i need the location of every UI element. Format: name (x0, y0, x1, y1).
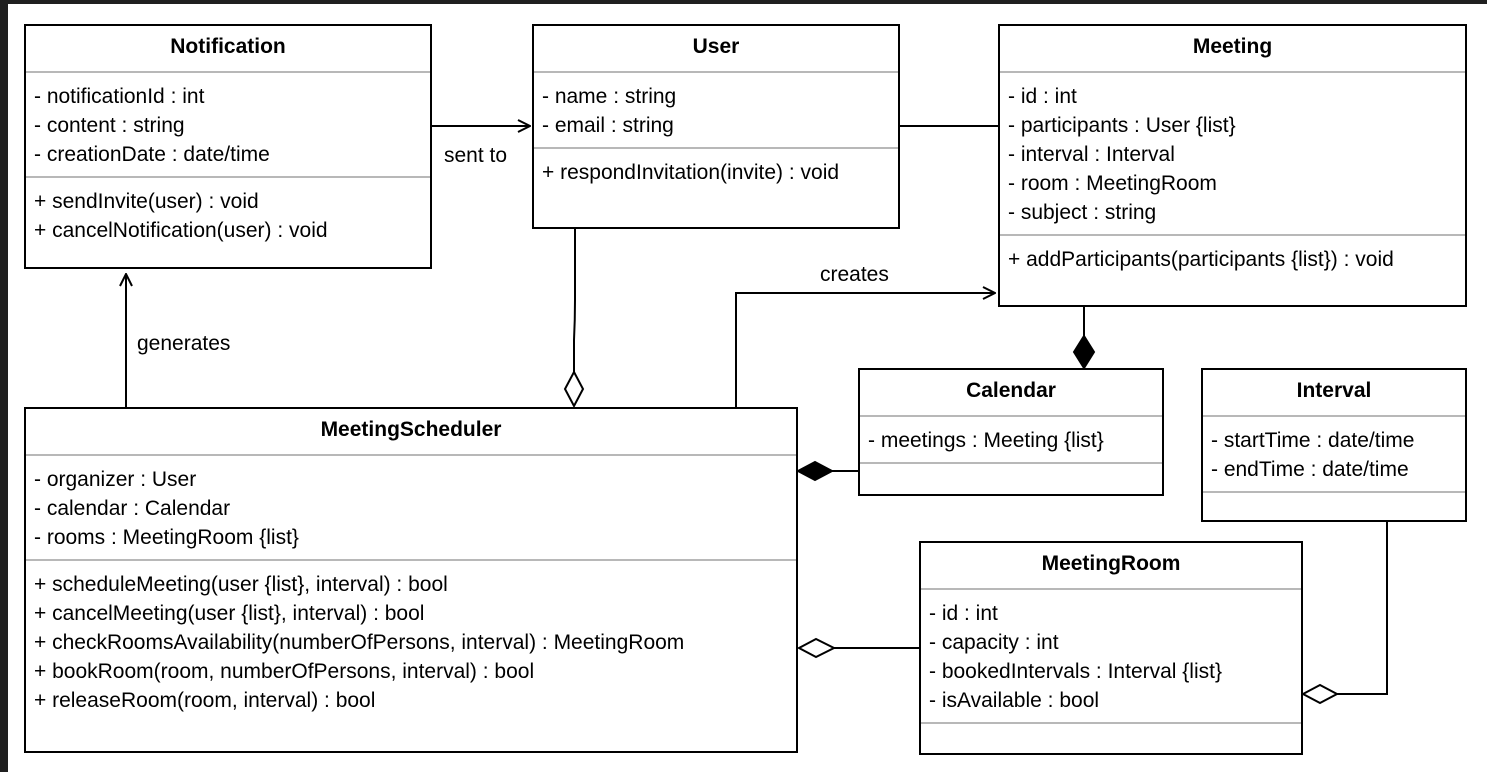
attribute-section: - id : int - participants : User {list} … (1000, 73, 1465, 234)
attribute-section: - meetings : Meeting {list} (860, 417, 1162, 462)
class-name: MeetingRoom (1041, 552, 1181, 575)
class-meeting[interactable]: Meeting - id : int - participants : User… (998, 24, 1467, 307)
attribute-row: - rooms : MeetingRoom {list} (34, 526, 299, 549)
class-name: Notification (170, 35, 286, 58)
method-section: + scheduleMeeting(user {list}, interval)… (26, 561, 796, 722)
class-name: User (692, 35, 740, 58)
attribute-row: - endTime : date/time (1211, 458, 1409, 481)
method-row: + scheduleMeeting(user {list}, interval)… (34, 573, 448, 596)
label-creates: creates (820, 263, 889, 286)
section-divider (26, 176, 430, 178)
class-name: MeetingScheduler (320, 418, 502, 441)
attribute-row: - subject : string (1008, 201, 1157, 224)
method-section: + respondInvitation(invite) : void (534, 149, 898, 194)
method-row: + respondInvitation(invite) : void (542, 161, 840, 184)
composition-diamond-calendar (795, 460, 835, 482)
attribute-section: - id : int - capacity : int - bookedInte… (921, 590, 1301, 722)
attribute-section: - organizer : User - calendar : Calendar… (26, 456, 796, 559)
section-divider (1000, 71, 1465, 73)
section-divider (534, 71, 898, 73)
attribute-row: - content : string (34, 114, 185, 137)
label-generates: generates (137, 332, 231, 355)
section-divider (534, 147, 898, 149)
label-sent-to: sent to (444, 144, 508, 167)
aggregation-diamond-interval (1300, 683, 1340, 705)
attribute-row: - email : string (542, 114, 674, 137)
attribute-row: - creationDate : date/time (34, 143, 270, 166)
edge-interval-room (1337, 521, 1388, 695)
method-row: + cancelNotification(user) : void (34, 219, 328, 242)
attribute-row: - startTime : date/time (1211, 429, 1415, 452)
section-divider (1203, 491, 1465, 493)
attribute-section: - notificationId : int - content : strin… (26, 73, 430, 176)
section-divider (921, 722, 1301, 724)
class-calendar[interactable]: Calendar - meetings : Meeting {list} (858, 368, 1164, 496)
class-meetingscheduler[interactable]: MeetingScheduler - organizer : User - ca… (24, 407, 798, 753)
section-divider (860, 462, 1162, 464)
attribute-row: - name : string (542, 85, 677, 108)
attribute-row: - isAvailable : bool (929, 689, 1100, 712)
attribute-row: - notificationId : int (34, 85, 205, 108)
attribute-section: - startTime : date/time - endTime : date… (1203, 417, 1465, 491)
attribute-section: - name : string - email : string (534, 73, 898, 147)
method-row: + addParticipants(participants {list}) :… (1008, 248, 1394, 271)
attribute-row: - meetings : Meeting {list} (868, 429, 1104, 452)
section-divider (921, 588, 1301, 590)
section-divider (26, 559, 796, 561)
class-user[interactable]: User - name : string - email : string + … (532, 24, 900, 229)
attribute-row: - bookedIntervals : Interval {list} (929, 660, 1222, 683)
edge-scheduler-meeting (735, 293, 995, 407)
attribute-row: - interval : Interval (1008, 143, 1175, 166)
section-divider (26, 454, 796, 456)
class-notification[interactable]: Notification - notificationId : int - co… (24, 24, 432, 269)
class-interval[interactable]: Interval - startTime : date/time - endTi… (1201, 368, 1467, 522)
aggregation-diamond-user (563, 369, 585, 409)
method-row: + checkRoomsAvailability(numberOfPersons… (34, 631, 685, 654)
section-divider (1203, 415, 1465, 417)
method-section (1203, 493, 1465, 505)
aggregation-diamond-meetingroom (796, 637, 837, 659)
method-row: + releaseRoom(room, interval) : bool (34, 689, 376, 712)
section-divider (860, 415, 1162, 417)
method-section: + addParticipants(participants {list}) :… (1000, 236, 1465, 281)
method-row: + sendInvite(user) : void (34, 190, 259, 213)
attribute-row: - organizer : User (34, 468, 197, 491)
class-name: Interval (1296, 379, 1372, 402)
edge-user-scheduler (573, 228, 576, 372)
method-section (921, 724, 1301, 736)
class-name: Calendar (966, 379, 1056, 402)
section-divider (1000, 234, 1465, 236)
class-meetingroom[interactable]: MeetingRoom - id : int - capacity : int … (919, 541, 1303, 755)
attribute-row: - room : MeetingRoom (1008, 172, 1217, 195)
attribute-row: - id : int (929, 602, 998, 625)
section-divider (26, 71, 430, 73)
attribute-row: - capacity : int (929, 631, 1059, 654)
method-row: + bookRoom(room, numberOfPersons, interv… (34, 660, 535, 683)
attribute-row: - id : int (1008, 85, 1077, 108)
attribute-row: - calendar : Calendar (34, 497, 231, 520)
attribute-row: - participants : User {list} (1008, 114, 1236, 137)
class-name: Meeting (1192, 35, 1273, 58)
composition-diamond-meeting (1072, 334, 1096, 370)
method-section: + sendInvite(user) : void + cancelNotifi… (26, 178, 430, 252)
method-row: + cancelMeeting(user {list}, interval) :… (34, 602, 425, 625)
method-section (860, 464, 1162, 476)
